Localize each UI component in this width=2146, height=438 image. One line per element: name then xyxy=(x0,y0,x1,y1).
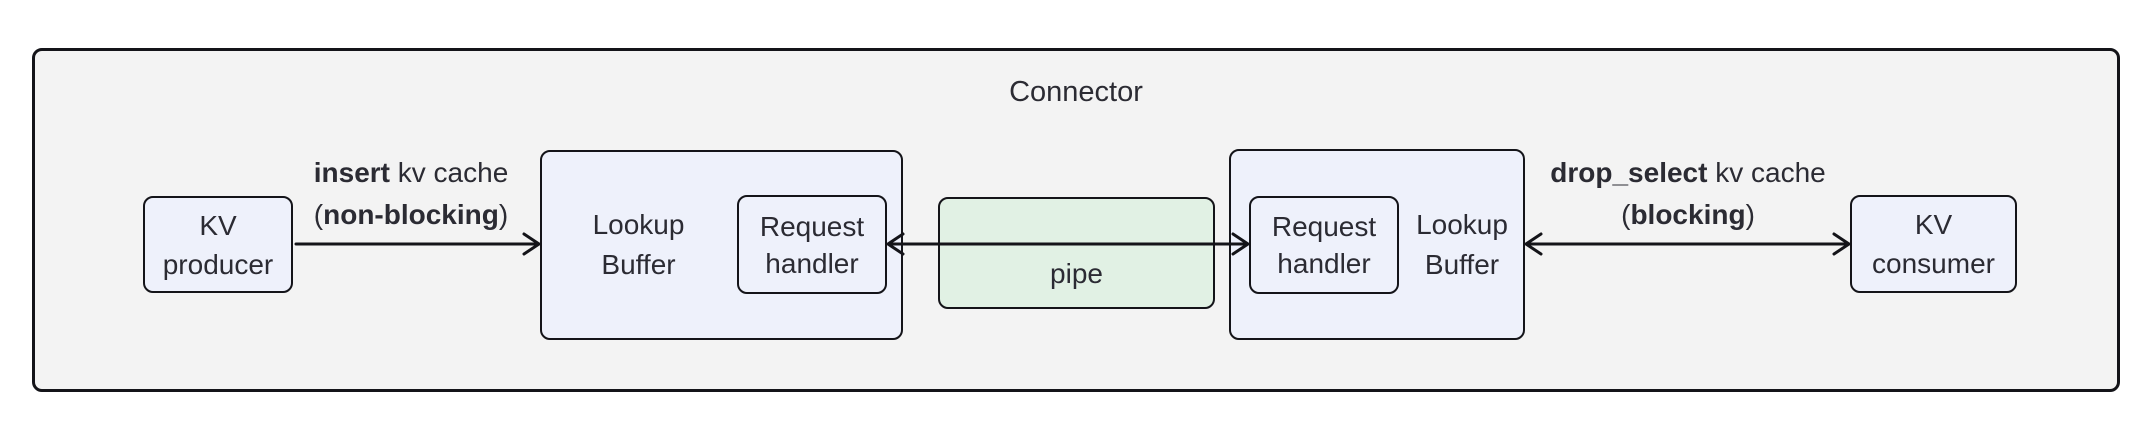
drop-select-arrow-label-bold2: blocking xyxy=(1630,199,1746,230)
request-handler-right-node: Request handler xyxy=(1249,196,1399,294)
lookup-buffer-left-label-line1: Lookup xyxy=(592,209,685,240)
kv-producer-label-line2: producer xyxy=(162,248,274,280)
drop-select-arrow-label-post2: ) xyxy=(1745,199,1755,230)
lookup-buffer-left-label: Lookup Buffer xyxy=(540,150,737,340)
drop-select-arrow-label-rest1: kv cache xyxy=(1707,157,1826,188)
insert-arrow-label: insert kv cache (non-blocking) xyxy=(241,152,581,236)
lookup-buffer-right-label-line2: Buffer xyxy=(1424,248,1500,280)
request-handler-left-label-line2: handler xyxy=(765,247,859,279)
drop-select-arrow-label: drop_select kv cache (blocking) xyxy=(1513,152,1863,236)
drop-select-arrow-label-bold1: drop_select xyxy=(1550,157,1708,188)
lookup-buffer-right-label: Lookup Buffer xyxy=(1399,149,1525,340)
kv-consumer-label-line2: consumer xyxy=(1872,248,1995,279)
drop-select-arrow-label-line1: drop_select kv cache xyxy=(1513,152,1863,194)
request-handler-left-node: Request handler xyxy=(737,195,887,294)
insert-arrow-label-post2: ) xyxy=(498,199,509,230)
insert-arrow-label-pre2: ( xyxy=(313,199,324,230)
drop-select-arrow-label-pre2: ( xyxy=(1621,199,1631,230)
lookup-buffer-right-label-line1: Lookup xyxy=(1416,208,1508,240)
insert-arrow-label-line2: (non-blocking) xyxy=(241,194,581,236)
drop-select-arrow-label-line2: (blocking) xyxy=(1513,194,1863,236)
request-handler-right-label-line1: Request xyxy=(1271,211,1377,242)
kv-producer-label-line1: KV xyxy=(199,209,237,241)
pipe-node: pipe xyxy=(938,197,1215,309)
connector-title: Connector xyxy=(1009,76,1143,108)
insert-arrow-label-rest1: kv cache xyxy=(389,157,509,188)
kv-producer-node: KV producer xyxy=(143,196,293,293)
kv-consumer-node: KV consumer xyxy=(1850,195,2017,293)
insert-arrow-label-bold1: insert xyxy=(313,157,390,188)
pipe-label: pipe xyxy=(1050,258,1103,289)
kv-consumer-label-line1: KV xyxy=(1914,209,1953,240)
insert-arrow-label-bold2: non-blocking xyxy=(323,199,499,230)
insert-arrow-label-line1: insert kv cache xyxy=(241,152,581,194)
lookup-buffer-left-label-line2: Buffer xyxy=(601,249,676,280)
request-handler-right-label-line2: handler xyxy=(1277,248,1371,279)
request-handler-left-label-line1: Request xyxy=(759,210,865,242)
